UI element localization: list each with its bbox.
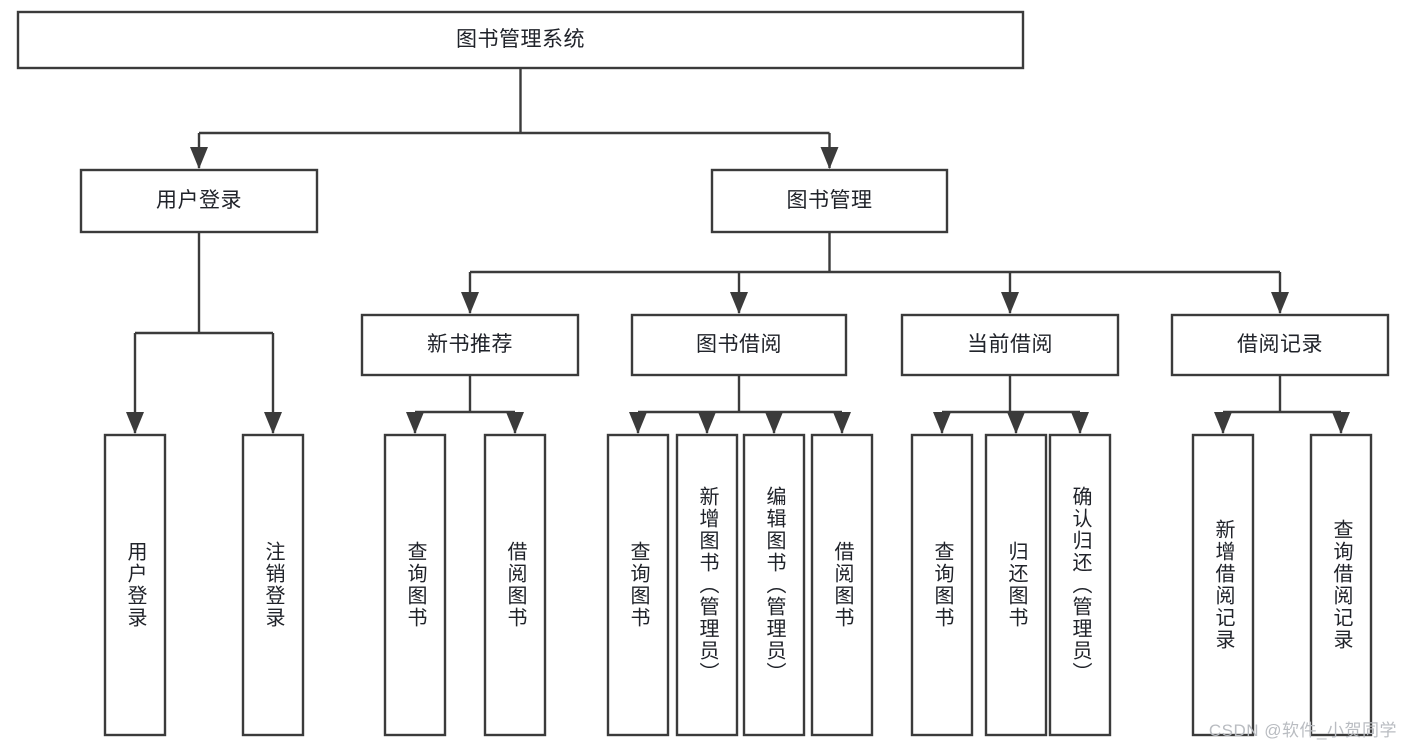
node-box-leaf-return-book — [984, 433, 1048, 737]
node-box-root — [16, 10, 1025, 70]
node-box-book-borrow — [630, 313, 848, 377]
watermark-text: CSDN @软件_小贺同学 — [1208, 721, 1397, 740]
arrowhead-new-book-recommend — [461, 292, 479, 314]
arrowhead-leaf-add-book-admin — [698, 412, 716, 434]
arrowhead-leaf-query-borrow-record — [1332, 412, 1350, 434]
arrowhead-borrow-record — [1271, 292, 1289, 314]
node-box-leaf-query-book-rec — [383, 433, 447, 737]
box-layer — [16, 10, 1390, 737]
arrowhead-leaf-user-login — [126, 412, 144, 434]
node-box-user-login — [79, 168, 319, 234]
node-box-leaf-query-book-borrow — [606, 433, 670, 737]
node-box-leaf-borrow-book-rec — [483, 433, 547, 737]
arrowhead-leaf-user-logout — [264, 412, 282, 434]
node-box-leaf-add-borrow-record — [1191, 433, 1255, 737]
node-box-new-book-recommend — [360, 313, 580, 377]
node-box-leaf-edit-book-admin — [742, 433, 806, 737]
arrowhead-leaf-query-book-rec — [406, 412, 424, 434]
arrowhead-leaf-confirm-return-admin — [1071, 412, 1089, 434]
node-box-leaf-user-logout — [241, 433, 305, 737]
node-box-leaf-borrow-book — [810, 433, 874, 737]
arrowhead-book-borrow — [730, 292, 748, 314]
arrowhead-user-login — [190, 147, 208, 169]
arrowhead-leaf-borrow-book-rec — [506, 412, 524, 434]
node-box-leaf-query-borrow-record — [1309, 433, 1373, 737]
node-box-leaf-query-book-cur — [910, 433, 974, 737]
arrowhead-current-borrow — [1001, 292, 1019, 314]
node-box-leaf-confirm-return-admin — [1048, 433, 1112, 737]
arrowhead-leaf-edit-book-admin — [765, 412, 783, 434]
arrowhead-leaf-query-book-cur — [933, 412, 951, 434]
arrowhead-leaf-borrow-book — [833, 412, 851, 434]
node-box-book-manage — [710, 168, 949, 234]
arrowhead-leaf-query-book-borrow — [629, 412, 647, 434]
arrowhead-leaf-return-book — [1007, 412, 1025, 434]
arrowhead-leaf-add-borrow-record — [1214, 412, 1232, 434]
node-box-leaf-add-book-admin — [675, 433, 739, 737]
arrowhead-book-manage — [820, 147, 839, 169]
connector-layer — [126, 68, 1350, 434]
node-box-leaf-user-login — [103, 433, 167, 737]
node-box-borrow-record — [1170, 313, 1390, 377]
node-box-current-borrow — [900, 313, 1120, 377]
